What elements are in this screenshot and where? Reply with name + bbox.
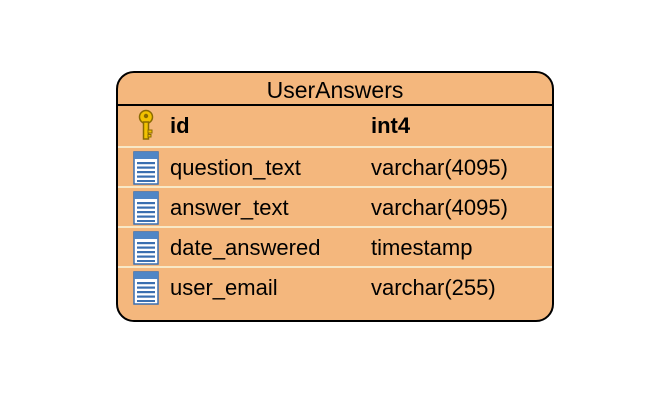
column-row-id[interactable]: id int4 — [118, 106, 552, 146]
column-type: timestamp — [371, 235, 473, 260]
column-icon — [133, 151, 159, 185]
column-icon — [133, 231, 159, 265]
column-row-answer-text[interactable]: answer_text varchar(4095) — [118, 186, 552, 226]
entity-title: UserAnswers — [118, 73, 552, 106]
column-name: date_answered — [170, 235, 321, 260]
column-icon — [133, 271, 159, 305]
column-name: answer_text — [170, 195, 289, 220]
column-type: varchar(4095) — [371, 155, 508, 180]
column-list: id int4 question_text varchar(4095) — [118, 106, 552, 306]
column-row-question-text[interactable]: question_text varchar(4095) — [118, 146, 552, 186]
column-row-date-answered[interactable]: date_answered timestamp — [118, 226, 552, 266]
column-type: varchar(4095) — [371, 195, 508, 220]
column-type: int4 — [371, 113, 411, 138]
column-name: question_text — [170, 155, 301, 180]
column-row-user-email[interactable]: user_email varchar(255) — [118, 266, 552, 306]
key-icon — [133, 109, 159, 143]
column-type: varchar(255) — [371, 275, 496, 300]
column-name: id — [170, 113, 190, 138]
column-icon — [133, 191, 159, 225]
entity-useranswers[interactable]: UserAnswers id int4 — [116, 71, 554, 322]
column-name: user_email — [170, 275, 278, 300]
